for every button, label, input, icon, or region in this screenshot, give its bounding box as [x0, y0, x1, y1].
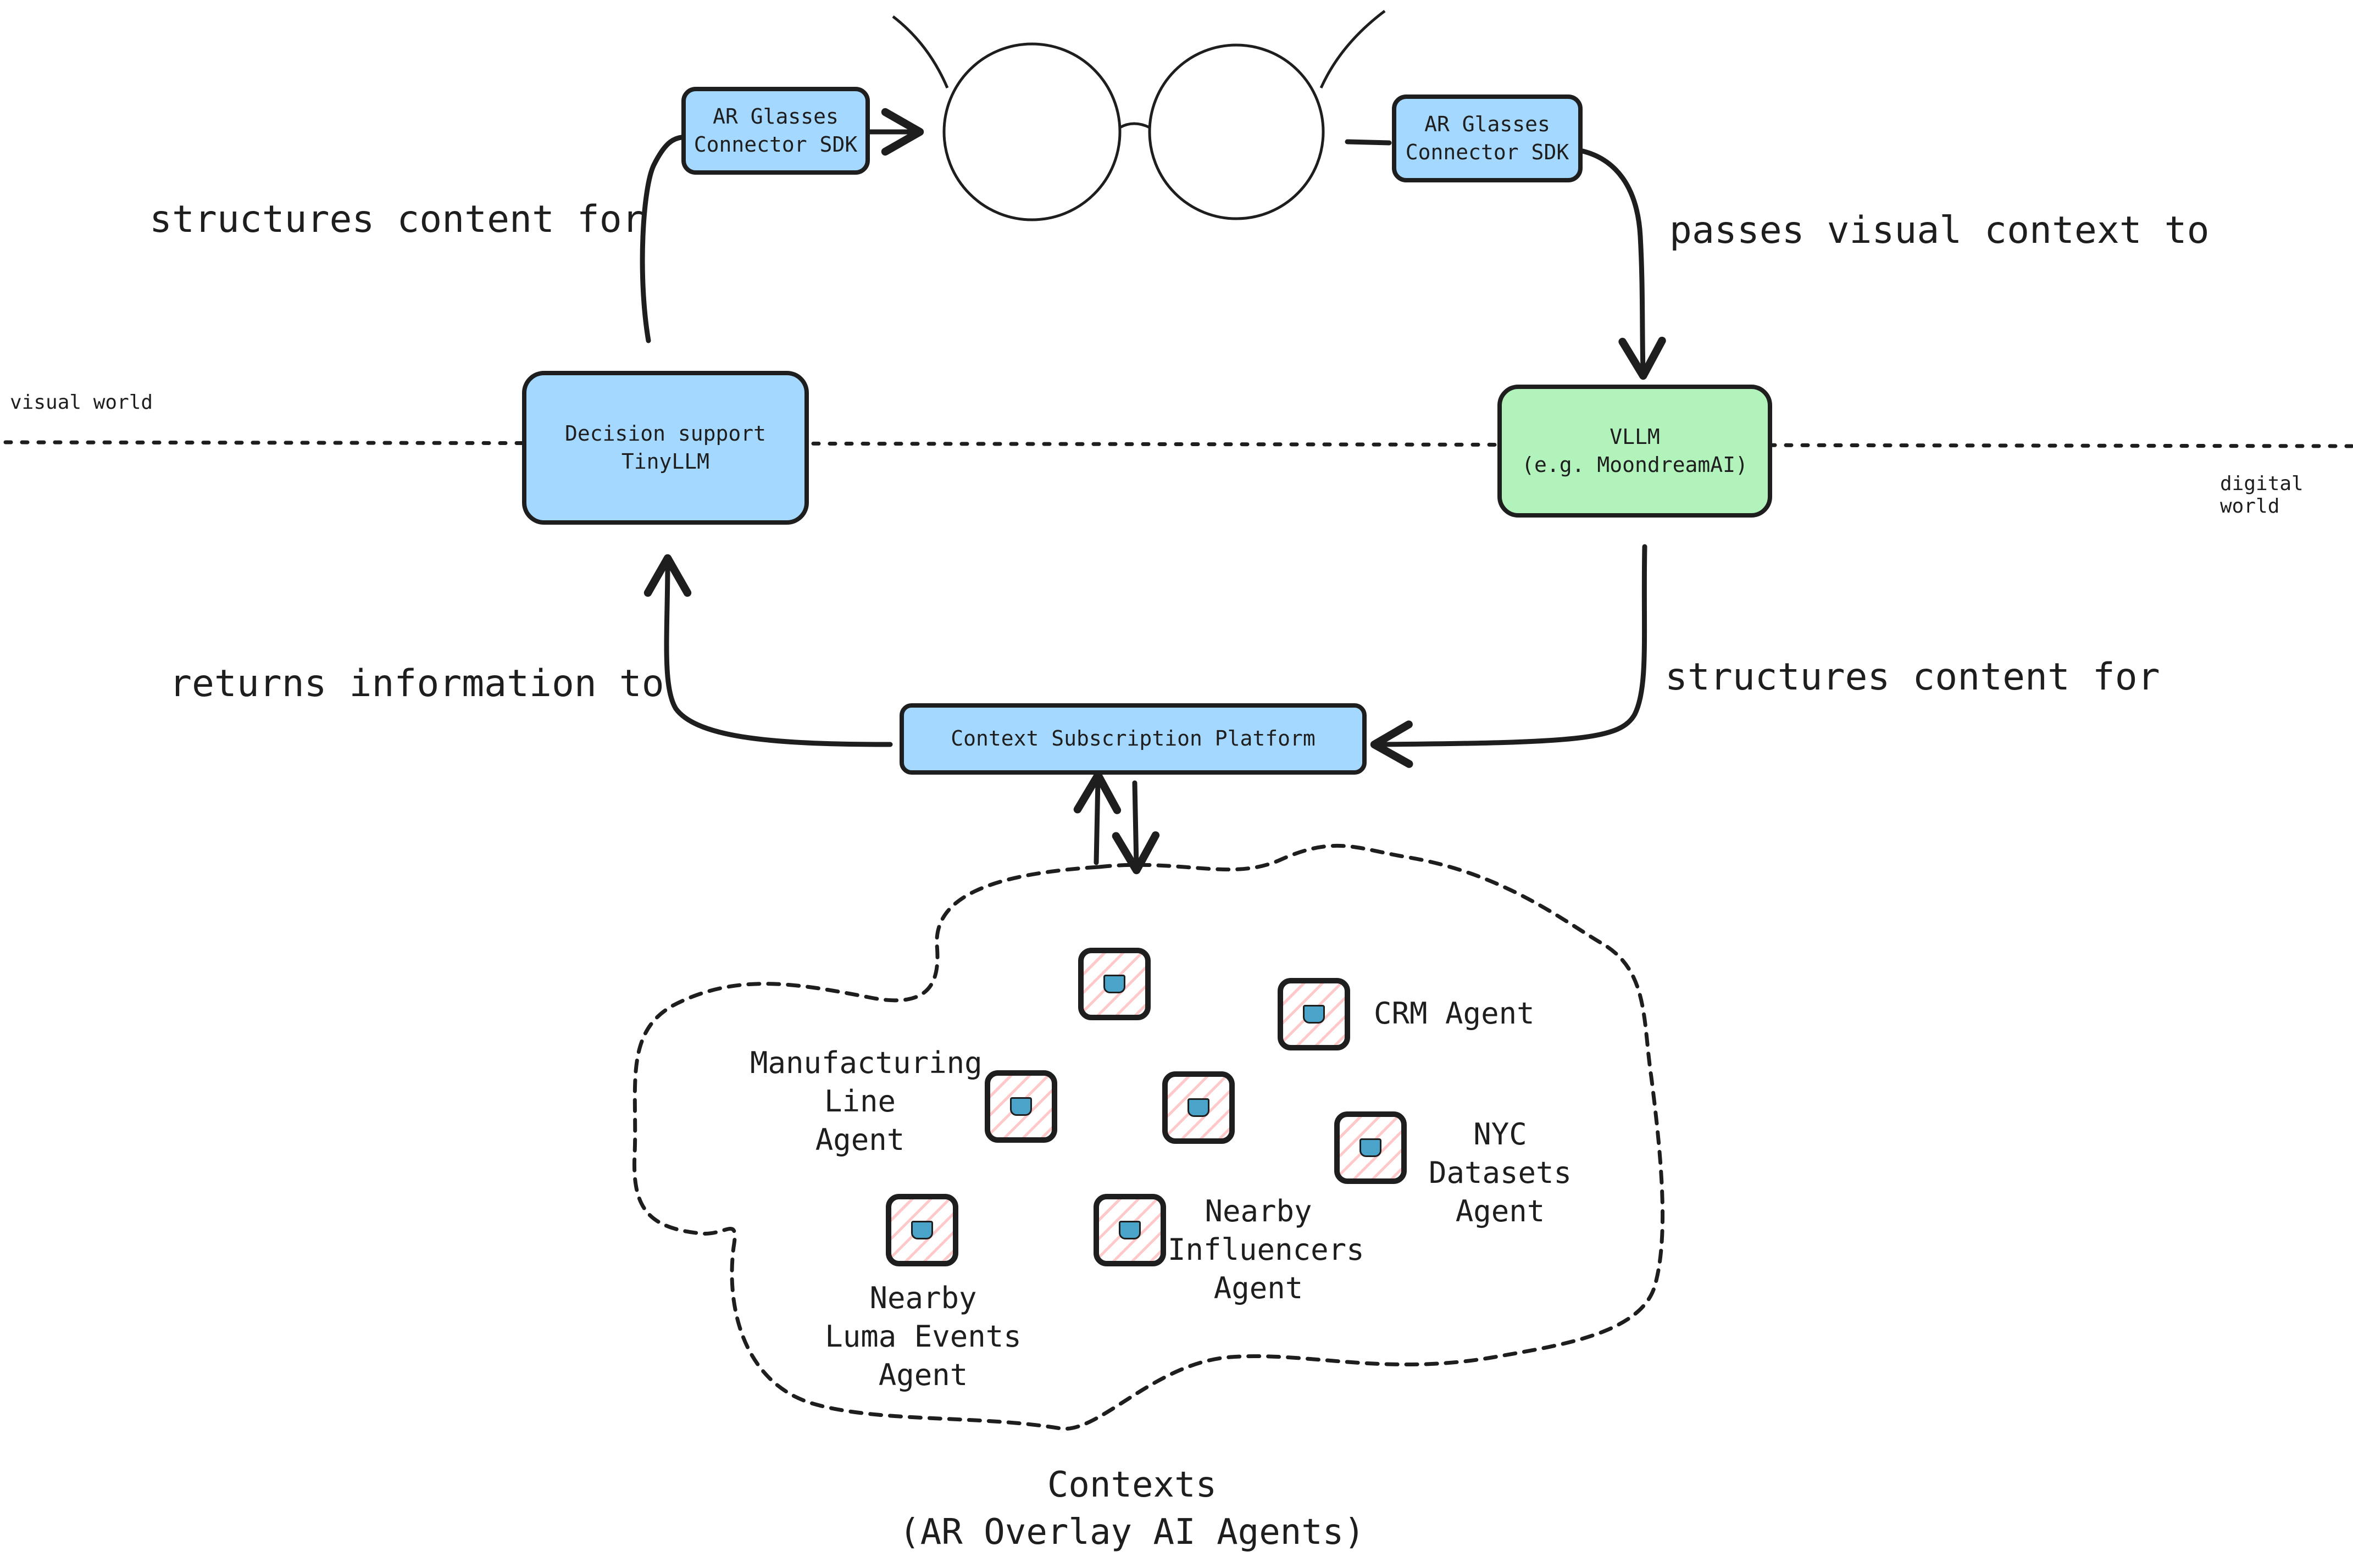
- label-manufacturing-agent: Manufacturing Line Agent: [750, 1046, 983, 1158]
- agent-tile-crm[interactable]: [1278, 978, 1350, 1050]
- ar-glasses-connector-sdk-left[interactable]: AR Glasses Connector SDK: [681, 87, 870, 175]
- label-passes-visual-context: passes visual context to: [1669, 209, 2210, 252]
- world-divider: [3, 440, 2353, 448]
- agent-tile-unlabeled-top[interactable]: [1078, 948, 1151, 1020]
- arrow-decision-to-sdk: [640, 135, 684, 343]
- basket-icon: [1010, 1097, 1032, 1116]
- label-structures-content-top: structures content for: [149, 198, 645, 241]
- ar-glasses-connector-sdk-right[interactable]: AR Glasses Connector SDK: [1392, 94, 1583, 182]
- decision-support-tinyllm-box[interactable]: Decision support TinyLLM: [522, 371, 809, 525]
- arrow-cloud-to-platform: [1073, 771, 1122, 865]
- arrow-sdk-to-vllm: [1580, 148, 1666, 380]
- vllm-box[interactable]: VLLM (e.g. MoondreamAI): [1497, 385, 1772, 518]
- label-nyc-datasets-agent: NYC Datasets Agent: [1428, 1117, 1572, 1229]
- basket-icon: [1119, 1221, 1141, 1239]
- agent-tile-unlabeled-center[interactable]: [1162, 1071, 1235, 1144]
- label-crm-agent: CRM Agent: [1374, 996, 1535, 1031]
- arrow-platform-to-cloud: [1112, 780, 1160, 875]
- agent-tile-luma-events[interactable]: [886, 1194, 958, 1266]
- arrow-vllm-to-platform: [1370, 544, 1647, 768]
- basket-icon: [1187, 1098, 1209, 1117]
- label-structures-content-bottom: structures content for: [1665, 655, 2160, 699]
- label-luma-events-agent: Nearby Luma Events Agent: [825, 1281, 1022, 1393]
- contexts-title: Contexts (AR Overlay AI Agents): [899, 1465, 1365, 1553]
- label-returns-information: returns information to: [169, 662, 664, 705]
- basket-icon: [1359, 1138, 1381, 1157]
- arrow-platform-to-decision: [643, 554, 893, 747]
- basket-icon: [911, 1221, 933, 1239]
- label-influencers-agent: Nearby Influencers Agent: [1168, 1194, 1364, 1306]
- label-digital-world: digital world: [2220, 472, 2304, 518]
- basket-icon: [1303, 1005, 1325, 1024]
- agent-tile-manufacturing[interactable]: [985, 1070, 1057, 1143]
- agent-tile-nyc-datasets[interactable]: [1334, 1111, 1407, 1184]
- agent-tile-influencers[interactable]: [1094, 1194, 1166, 1266]
- line-glasses-to-sdk: [1345, 139, 1392, 146]
- label-visual-world: visual world: [10, 391, 153, 414]
- basket-icon: [1103, 975, 1125, 993]
- glasses-icon: [892, 10, 1386, 221]
- context-subscription-platform-box[interactable]: Context Subscription Platform: [900, 703, 1367, 775]
